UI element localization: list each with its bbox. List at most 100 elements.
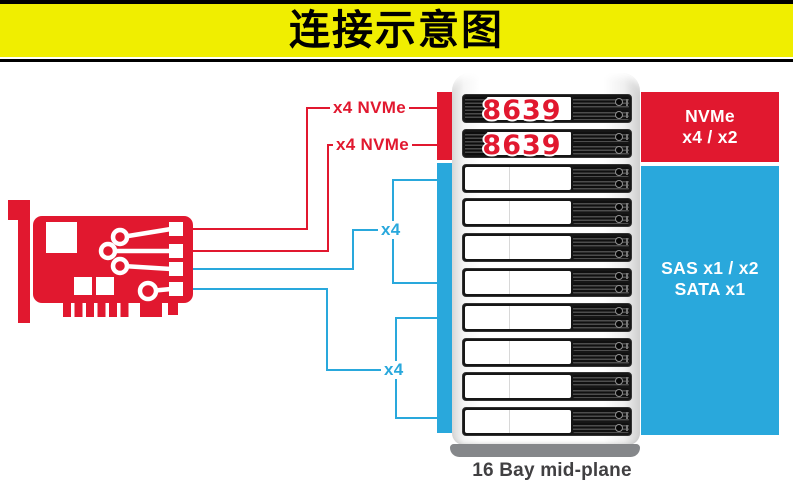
drive-tray [573, 109, 629, 120]
drive-tray [573, 270, 629, 282]
sas-legend-box: SAS x1 / x2 SATA x1 [641, 166, 779, 435]
nvme-legend-text: NVMe x4 / x2 [682, 106, 738, 148]
card-bracket [8, 200, 30, 323]
drive-led-indicator [615, 202, 623, 211]
card-component-1 [74, 277, 92, 295]
drive-bay-7 [462, 302, 632, 332]
drive-tray [573, 201, 629, 212]
drive-latch [626, 355, 628, 362]
drive-led-indicator [615, 354, 623, 363]
drive-latch [626, 146, 628, 153]
drive-tray [573, 340, 629, 352]
drive-latch [626, 168, 628, 176]
title-bottom-rule [0, 59, 793, 62]
bay-tray-divider [509, 375, 510, 399]
bay-drive-sled [573, 270, 629, 294]
drive-led-indicator [615, 110, 623, 119]
drive-bay-4 [462, 198, 632, 228]
bay-stack [462, 94, 632, 437]
nvme-backplane-strip [437, 92, 452, 160]
drive-tray [573, 248, 629, 260]
bay-drive-sled [573, 375, 629, 399]
bay1-connector-code: 8639 [482, 95, 562, 126]
drive-latch [626, 181, 628, 188]
bay-drive-sled [573, 201, 629, 225]
drive-bay-8 [462, 337, 632, 367]
drive-led-indicator [615, 319, 623, 328]
sas-cable-2-label: x4 [381, 361, 407, 379]
bay-blank-tray [465, 410, 571, 434]
title-bar: 连接示意图 [0, 4, 793, 57]
drive-tray [573, 97, 629, 108]
sas-legend-line2: SATA x1 [674, 278, 746, 299]
card-port-4 [169, 282, 183, 296]
drive-bay-10 [462, 407, 632, 437]
bay2-connector-code: 8639 [482, 130, 562, 161]
drive-latch [626, 307, 628, 315]
bay-drive-sled [573, 97, 629, 120]
bay-blank-tray [465, 201, 571, 225]
nvme-legend-box: NVMe x4 / x2 [641, 92, 779, 162]
drive-led-indicator [615, 180, 623, 189]
drive-tray [573, 410, 629, 421]
drive-led-indicator [615, 411, 623, 420]
card-ports [169, 222, 183, 296]
drive-latch [626, 342, 628, 350]
bay-blank-tray [465, 166, 571, 190]
drive-latch [626, 99, 628, 106]
drive-latch [626, 133, 628, 141]
drive-led-indicator [615, 423, 623, 432]
bay-tray-divider [509, 166, 510, 190]
drive-led-indicator [615, 145, 623, 154]
drive-latch [626, 377, 628, 384]
nvme-cable-1 [193, 107, 439, 230]
drive-bay-1 [462, 94, 632, 123]
drive-led-indicator [615, 98, 623, 107]
card-edge-fingers [63, 302, 178, 317]
bay-tray-divider [509, 236, 510, 260]
bay-blank-tray [465, 236, 571, 260]
drive-latch [626, 250, 628, 258]
card-chip [46, 222, 77, 253]
drive-bay-3 [462, 163, 632, 193]
drive-bay-5 [462, 233, 632, 263]
bay-drive-sled [573, 410, 629, 434]
enclosure-caption: 16 Bay mid-plane [472, 460, 632, 481]
bay-blank-tray [465, 340, 571, 364]
drive-led-indicator [615, 272, 623, 281]
drive-tray [573, 179, 629, 190]
drive-bay-2 [462, 128, 632, 158]
bay-blank-tray [465, 375, 571, 399]
drive-tray [573, 375, 629, 386]
drive-tray [573, 213, 629, 225]
drive-tray [573, 422, 629, 434]
drive-latch [626, 272, 628, 280]
title-top-rule [0, 0, 793, 4]
drive-tray [573, 131, 629, 143]
drive-latch [626, 203, 628, 210]
page-title: 连接示意图 [289, 7, 504, 53]
drive-led-indicator [615, 215, 623, 224]
drive-tray [573, 144, 629, 155]
card-port-1 [169, 222, 183, 236]
drive-tray [573, 166, 629, 178]
drive-tray [573, 318, 629, 329]
sas-cable-2 [193, 288, 394, 371]
card-traces [107, 226, 174, 294]
drive-latch [626, 320, 628, 327]
sas-backplane-strip [437, 163, 452, 433]
drive-tray [573, 236, 629, 247]
bay-label-plate [487, 97, 571, 120]
pcie-hba-card-icon [8, 200, 193, 323]
drive-led-indicator [615, 133, 623, 142]
drive-led-indicator [615, 237, 623, 246]
drive-led-indicator [615, 307, 623, 316]
drive-led-indicator [615, 167, 623, 176]
nvme-legend-line2: x4 / x2 [682, 127, 738, 147]
bay-drive-sled [573, 305, 629, 329]
bay-blank-tray [465, 305, 571, 329]
bay-tray-divider [509, 305, 510, 329]
drive-tray [573, 305, 629, 317]
bay-drive-sled [573, 236, 629, 260]
